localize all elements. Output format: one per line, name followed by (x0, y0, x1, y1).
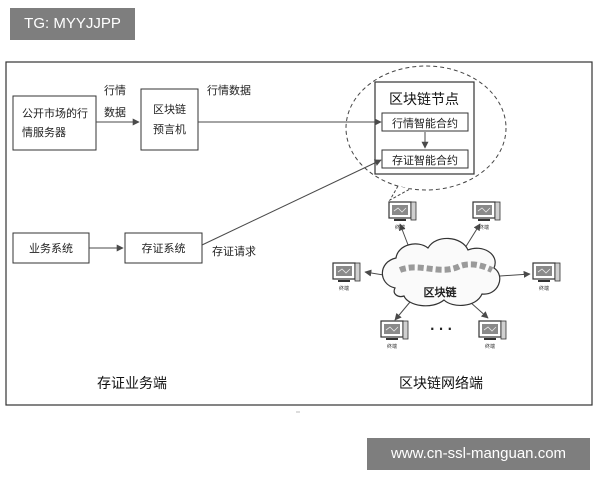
oracle-box (140, 88, 199, 151)
network-links (364, 223, 531, 321)
edge-label-market-data-1: 行情 (104, 84, 126, 97)
network-ellipsis: · · · (430, 322, 452, 336)
terminal-caption-3: 终端 (339, 285, 349, 292)
evidence-contract-label: 存证智能合约 (392, 153, 458, 167)
network-link-bottom-left (394, 301, 411, 321)
market-contract-box (381, 112, 469, 132)
network-link-top-right (464, 223, 481, 249)
edge-label-evidence-request: 存证请求 (212, 244, 256, 258)
terminal-caption-1: 终端 (395, 224, 405, 231)
market-contract-label: 行情智能合约 (392, 116, 458, 130)
market-server-label-2: 情服务器 (22, 126, 66, 139)
edge-label-market-data-3: 行情数据 (207, 83, 251, 97)
section-label-left: 存证业务端 (97, 376, 167, 392)
terminal-top-left: 终端 (388, 201, 417, 231)
section-label-right: 区块链网络端 (399, 376, 483, 392)
outer-frame (5, 61, 593, 406)
network-link-bottom-right (469, 301, 489, 319)
terminal-caption-2: 终端 (479, 224, 489, 231)
oracle-label-1: 区块链 (153, 102, 186, 116)
terminal-caption-5: 终端 (387, 343, 397, 350)
terminal-right: 终端 (532, 262, 561, 292)
watermark-bottom-right: www.cn-ssl-manguan.com (367, 438, 590, 470)
terminal-bottom-right: 终端 (478, 320, 507, 350)
arrow-evidence-to-node (201, 159, 382, 246)
node-bubble (345, 65, 507, 191)
evidence-system-label: 存证系统 (142, 241, 186, 255)
terminal-caption-4: 终端 (539, 285, 549, 292)
evidence-system-box (124, 232, 203, 264)
terminal-top-right: 终端 (472, 201, 501, 231)
evidence-contract-box (381, 149, 469, 169)
market-server-box (12, 95, 97, 151)
blockchain-node-title: 区块链节点 (389, 92, 459, 108)
terminal-bottom-left: 终端 (380, 320, 409, 350)
terminal-left: 终端 (332, 262, 361, 292)
edge-label-market-data-2: 数据 (104, 105, 126, 119)
network-link-right (499, 270, 531, 278)
oracle-label-2: 预言机 (153, 122, 186, 136)
business-system-label: 业务系统 (29, 242, 73, 255)
blockchain-chain-band (398, 261, 494, 273)
terminal-caption-6: 终端 (485, 343, 495, 350)
node-bubble-tail (388, 185, 411, 202)
market-server-label-1: 公开市场的行 (22, 106, 88, 120)
cloud-label: 区块链 (424, 285, 458, 299)
watermark-top-left: TG: MYYJJPP (10, 8, 135, 40)
